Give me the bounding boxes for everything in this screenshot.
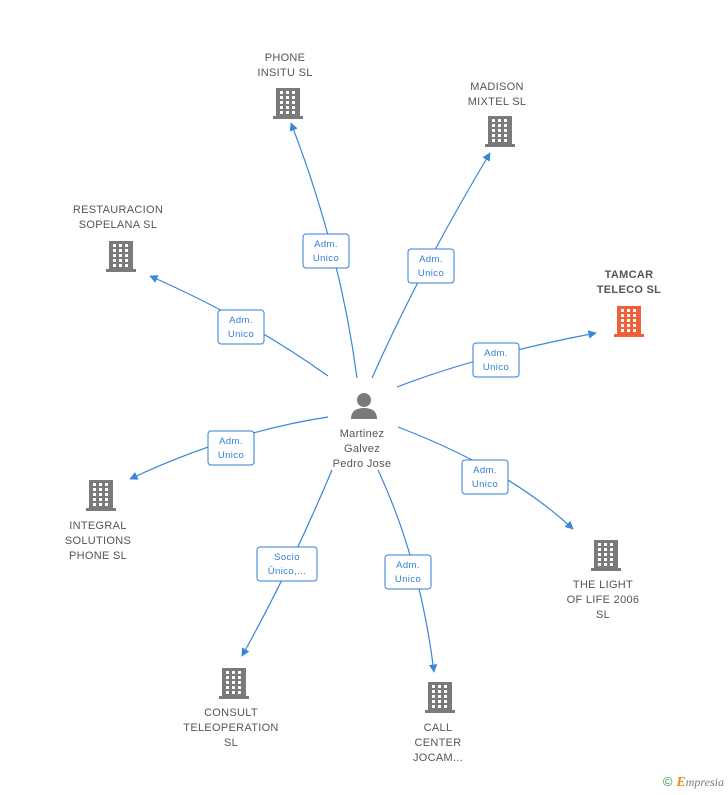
building-icon[interactable] (219, 668, 249, 699)
edge-label-tamcar-teleco[interactable]: Adm. Unico (472, 342, 520, 378)
company-label-line: SL (596, 609, 610, 621)
building-icon[interactable] (591, 540, 621, 571)
building-icon[interactable] (106, 241, 136, 272)
edge-label-the-light-of-life[interactable]: Adm. Unico (461, 459, 509, 495)
company-label-phone-insitu[interactable]: PHONE INSITU SL (257, 52, 312, 79)
edge-label-integral-solutions[interactable]: Adm. Unico (207, 430, 255, 466)
edge-label-line: Socio (274, 552, 300, 563)
company-label-line: TELEOPERATION (183, 722, 278, 734)
person-name-line: Galvez (344, 443, 380, 455)
company-label-line: INTEGRAL (69, 520, 126, 532)
person-name-line: Martinez (340, 428, 385, 440)
edge-label-line: Unico (418, 268, 444, 279)
edge-label-line: Adm. (314, 239, 338, 250)
edge-label-line: Unico (228, 329, 254, 340)
building-icon[interactable] (485, 116, 515, 147)
brand-logo-text: mpresia (685, 775, 724, 789)
company-label-call-center-jocam[interactable]: CALL CENTER JOCAM... (413, 722, 463, 764)
edge-label-line: Único,... (268, 566, 306, 577)
building-icon[interactable] (614, 306, 644, 337)
building-icon[interactable] (86, 480, 116, 511)
company-label-line: TELECO SL (597, 284, 661, 296)
edge-label-line: Adm. (229, 315, 253, 326)
company-label-line: THE LIGHT (573, 579, 633, 591)
company-label-line: JOCAM... (413, 752, 463, 764)
edge-label-line: Adm. (473, 465, 497, 476)
company-label-line: CALL (424, 722, 453, 734)
nodes-layer: PHONE INSITU SL MADISON MIXTEL SL RESTAURACI… (65, 52, 661, 764)
person-name-line: Pedro Jose (333, 458, 392, 470)
building-icon[interactable] (273, 88, 303, 119)
edge-label-line: Adm. (484, 348, 508, 359)
company-label-line: SL (224, 737, 238, 749)
person-icon[interactable] (351, 393, 377, 419)
company-label-line: INSITU SL (257, 67, 312, 79)
company-label-line: MIXTEL SL (468, 96, 527, 108)
company-label-line: MADISON (470, 81, 523, 93)
company-label-madison-mixtel[interactable]: MADISON MIXTEL SL (468, 81, 527, 108)
company-label-line: TAMCAR (605, 269, 654, 281)
footer-brand: ©Empresia (663, 774, 724, 791)
copyright-icon: © (662, 774, 673, 789)
company-label-line: SOPELANA SL (79, 219, 158, 231)
company-label-line: PHONE SL (69, 550, 127, 562)
company-label-tamcar-teleco[interactable]: TAMCAR TELECO SL (597, 269, 661, 296)
company-label-line: RESTAURACION (73, 204, 163, 216)
edge-label-phone-insitu[interactable]: Adm. Unico (302, 233, 350, 269)
edge-label-consult-teleoperation[interactable]: SocioÚnico,... (256, 546, 318, 582)
company-label-restauracion-sopelana[interactable]: RESTAURACION SOPELANA SL (73, 204, 163, 231)
company-label-line: PHONE (265, 52, 306, 64)
edge-label-line: Unico (395, 574, 421, 585)
company-label-integral-solutions[interactable]: INTEGRAL SOLUTIONS PHONE SL (65, 520, 131, 562)
edge-label-call-center-jocam[interactable]: Adm. Unico (384, 554, 432, 590)
edge-label-line: Unico (483, 362, 509, 373)
company-label-line: SOLUTIONS (65, 535, 131, 547)
company-label-line: OF LIFE 2006 (567, 594, 640, 606)
edge-label-line: Adm. (219, 436, 243, 447)
edge-label-restauracion-sopelana[interactable]: Adm. Unico (217, 309, 265, 345)
brand-logo-initial: E (676, 775, 686, 790)
edge-label-line: Unico (218, 450, 244, 461)
edge-label-line: Unico (313, 253, 339, 264)
company-label-line: CONSULT (204, 707, 258, 719)
edge-label-madison-mixtel[interactable]: Adm. Unico (407, 248, 455, 284)
edge-label-line: Adm. (419, 254, 443, 265)
building-icon[interactable] (425, 682, 455, 713)
company-label-line: CENTER (414, 737, 461, 749)
edge-label-line: Adm. (396, 560, 420, 571)
company-label-consult-teleoperation[interactable]: CONSULT TELEOPERATION SL (183, 707, 278, 749)
edge-label-line: Unico (472, 479, 498, 490)
